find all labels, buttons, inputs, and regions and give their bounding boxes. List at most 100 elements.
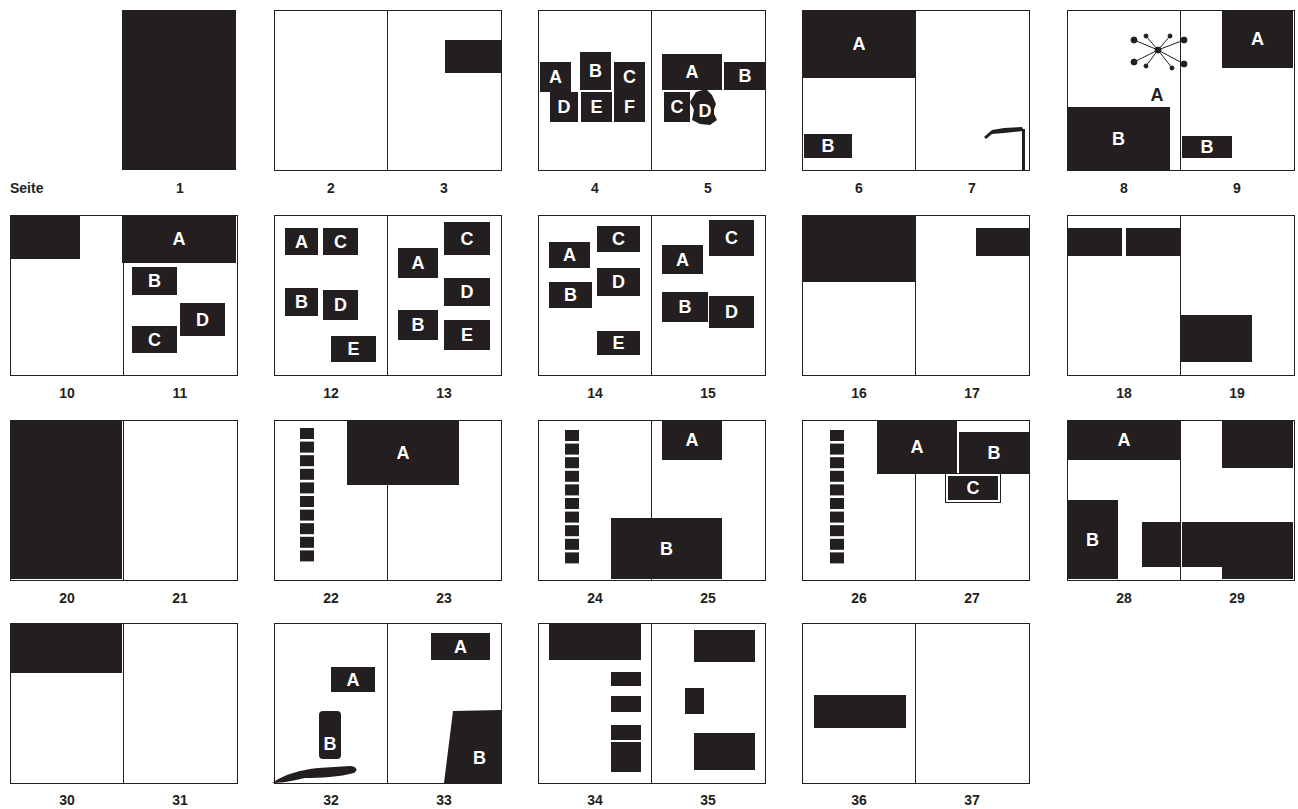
box-letter: A xyxy=(563,246,576,264)
layout-block xyxy=(122,10,236,170)
layout-box: C xyxy=(597,226,640,252)
box-letter: A xyxy=(295,233,308,251)
layout-box: B xyxy=(580,52,611,90)
image-letter: A xyxy=(1151,86,1164,104)
layout-box: C xyxy=(614,62,645,92)
box-letter: C xyxy=(334,233,347,251)
box-letter: B xyxy=(822,137,835,155)
layout-box: D xyxy=(180,303,225,336)
small-square xyxy=(830,457,844,468)
page-number: 13 xyxy=(436,386,452,400)
page-number: 22 xyxy=(323,591,339,605)
box-letter: B xyxy=(1112,130,1125,148)
spread-outline xyxy=(1068,11,1295,171)
layout-box: B xyxy=(319,711,341,759)
layout-block xyxy=(1142,522,1181,567)
layout-box: A xyxy=(1222,10,1293,68)
layout-block xyxy=(10,420,122,579)
spread-outline xyxy=(275,216,502,376)
layout-block xyxy=(694,733,755,770)
page-number: 36 xyxy=(851,793,867,807)
spread-outline xyxy=(803,216,1030,376)
box-letter: C xyxy=(671,98,684,116)
layout-block xyxy=(1182,522,1222,567)
box-letter: B xyxy=(988,444,1001,462)
page-number: 4 xyxy=(591,181,599,195)
page-number: 32 xyxy=(323,793,339,807)
box-letter: D xyxy=(558,98,571,116)
small-square xyxy=(830,444,844,455)
small-square xyxy=(830,539,844,550)
box-letter: A xyxy=(853,35,866,53)
small-square xyxy=(830,525,844,536)
layout-box: D xyxy=(709,296,754,328)
molecule-illustration xyxy=(1131,34,1187,70)
page-number: 14 xyxy=(587,386,603,400)
box-letter: A xyxy=(676,251,689,269)
page-number: 29 xyxy=(1229,591,1245,605)
small-square xyxy=(300,550,314,561)
box-letter: B xyxy=(412,316,425,334)
box-letter: C xyxy=(461,230,474,248)
page-number: 5 xyxy=(704,181,712,195)
layout-block xyxy=(1181,315,1252,362)
layout-box: D xyxy=(323,290,358,320)
page-number: 30 xyxy=(59,793,75,807)
layout-box: A xyxy=(347,420,459,485)
lamp-illustration xyxy=(984,127,1025,170)
spread-outline xyxy=(803,421,1030,581)
small-square xyxy=(565,457,579,468)
box-letter: B xyxy=(660,540,673,558)
layout-box: B xyxy=(1067,107,1170,170)
layout-box: A xyxy=(331,667,375,692)
page-number: 20 xyxy=(59,591,75,605)
layout-block xyxy=(1222,522,1293,579)
gutter-line xyxy=(651,624,652,784)
layout-box: C xyxy=(709,220,754,256)
box-letter: B xyxy=(679,298,692,316)
gutter-line xyxy=(123,624,124,784)
small-square xyxy=(565,539,579,550)
small-square xyxy=(565,498,579,509)
page-number: 24 xyxy=(587,591,603,605)
layout-block xyxy=(10,623,122,673)
box-letter: C xyxy=(612,230,625,248)
spread-outline xyxy=(11,216,238,376)
layout-block xyxy=(611,672,641,686)
page-number: 8 xyxy=(1120,181,1128,195)
layout-box: C xyxy=(664,92,690,122)
layout-box: B xyxy=(662,292,708,322)
box-letter: C xyxy=(725,229,738,247)
box-letter: E xyxy=(590,98,602,116)
small-square xyxy=(830,552,844,563)
page-number: 10 xyxy=(59,386,75,400)
layout-box: B xyxy=(1067,500,1118,579)
small-square xyxy=(300,469,314,480)
layout-box: B xyxy=(444,710,501,783)
box-letter: D xyxy=(334,296,347,314)
small-square xyxy=(565,512,579,523)
layout-box: A xyxy=(398,248,438,278)
page-number: 6 xyxy=(855,181,863,195)
layout-block xyxy=(1126,228,1181,256)
spread-outline xyxy=(275,11,502,171)
layout-block xyxy=(611,696,641,712)
box-letter: A xyxy=(347,671,360,689)
layout-box: F xyxy=(614,92,645,122)
page-number: 7 xyxy=(968,181,976,195)
layout-box: B xyxy=(804,134,852,158)
box-letter: C xyxy=(148,331,161,349)
layout-box: C xyxy=(132,326,177,353)
small-square xyxy=(565,430,579,441)
gutter-line xyxy=(915,624,916,784)
layout-box: C xyxy=(946,474,1000,502)
layout-box: B xyxy=(724,62,766,90)
page-number: 3 xyxy=(440,181,448,195)
layout-box: B xyxy=(132,267,177,295)
layout-box: E xyxy=(581,92,612,122)
hand-illustration xyxy=(272,766,357,783)
layout-block xyxy=(611,742,641,772)
box-letter: E xyxy=(612,334,624,352)
layout-box: A xyxy=(431,633,490,660)
small-square xyxy=(565,444,579,455)
